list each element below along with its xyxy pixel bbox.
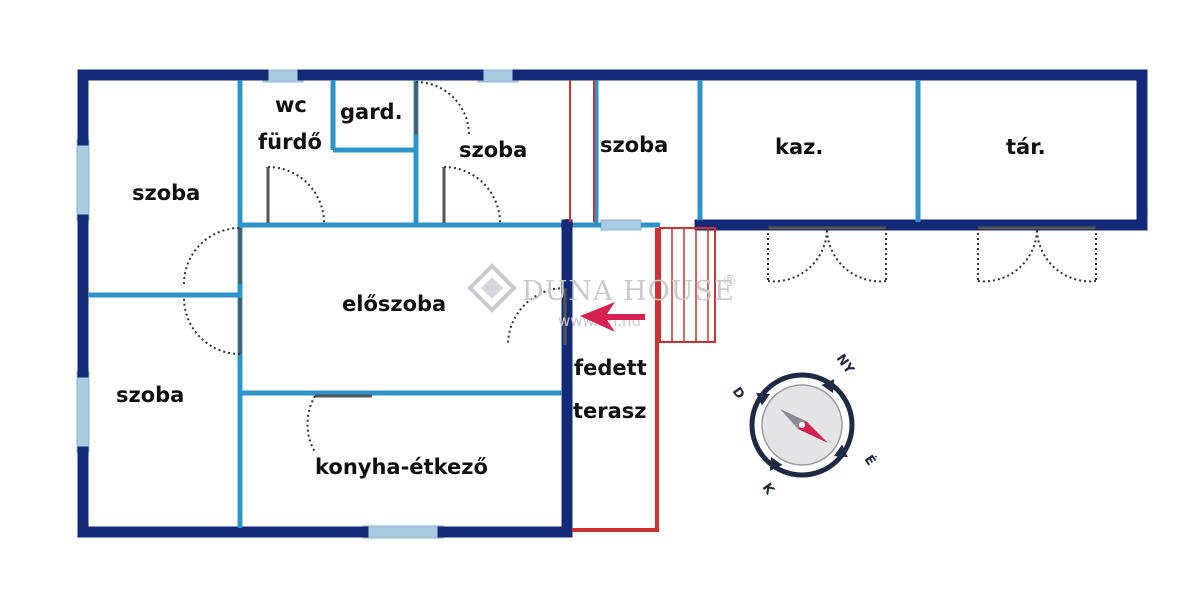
entrance-arrow-icon (580, 302, 645, 332)
stairs (659, 227, 716, 343)
window-left-1 (76, 139, 90, 221)
doors (183, 81, 1097, 453)
room-konyha: konyha-étkező (315, 455, 488, 479)
room-szoba-center: szoba (459, 138, 527, 162)
window-left-2 (76, 371, 90, 453)
door-entrance (507, 287, 567, 346)
door-furdo (266, 166, 325, 224)
room-szoba-bottom-left: szoba (116, 383, 184, 407)
room-furdo: fürdő (258, 130, 322, 154)
door-konyha (306, 394, 372, 453)
room-fedett: fedett (574, 356, 647, 380)
room-kaz: kaz. (775, 135, 823, 159)
window-terrace (600, 219, 642, 231)
outer-walls (77, 69, 1148, 538)
compass-west: D (729, 385, 748, 403)
room-szoba-right: szoba (600, 133, 668, 157)
door-tar (977, 226, 1097, 283)
room-szoba-top-left: szoba (132, 181, 200, 205)
compass-south: K (759, 481, 778, 499)
door-szoba-top-left (183, 227, 242, 285)
terrace (569, 80, 716, 532)
window-top-1 (262, 69, 304, 83)
room-tar: tár. (1006, 135, 1046, 159)
room-eloszoba: előszoba (342, 292, 446, 316)
room-labels: szoba szoba wc fürdő gard. szoba szoba k… (116, 93, 1046, 479)
duna-house-logo-icon (467, 263, 517, 313)
door-kaz (767, 226, 887, 283)
watermark-registered: ® (722, 272, 737, 290)
window-bottom (362, 525, 444, 539)
room-gard: gard. (340, 100, 403, 124)
window-top-2 (477, 69, 519, 83)
door-szoba-center (442, 166, 501, 224)
watermark-brand: DUNA HOUSE (522, 276, 735, 307)
compass-north: NY (833, 352, 857, 378)
door-gard (414, 81, 470, 136)
door-szoba-bottom-left (183, 297, 242, 355)
compass-icon: NY É K D (729, 352, 879, 499)
wall-joint (561, 219, 573, 231)
room-terasz: terasz (573, 399, 647, 423)
compass-east: É (861, 452, 879, 468)
room-wc: wc (275, 93, 307, 117)
